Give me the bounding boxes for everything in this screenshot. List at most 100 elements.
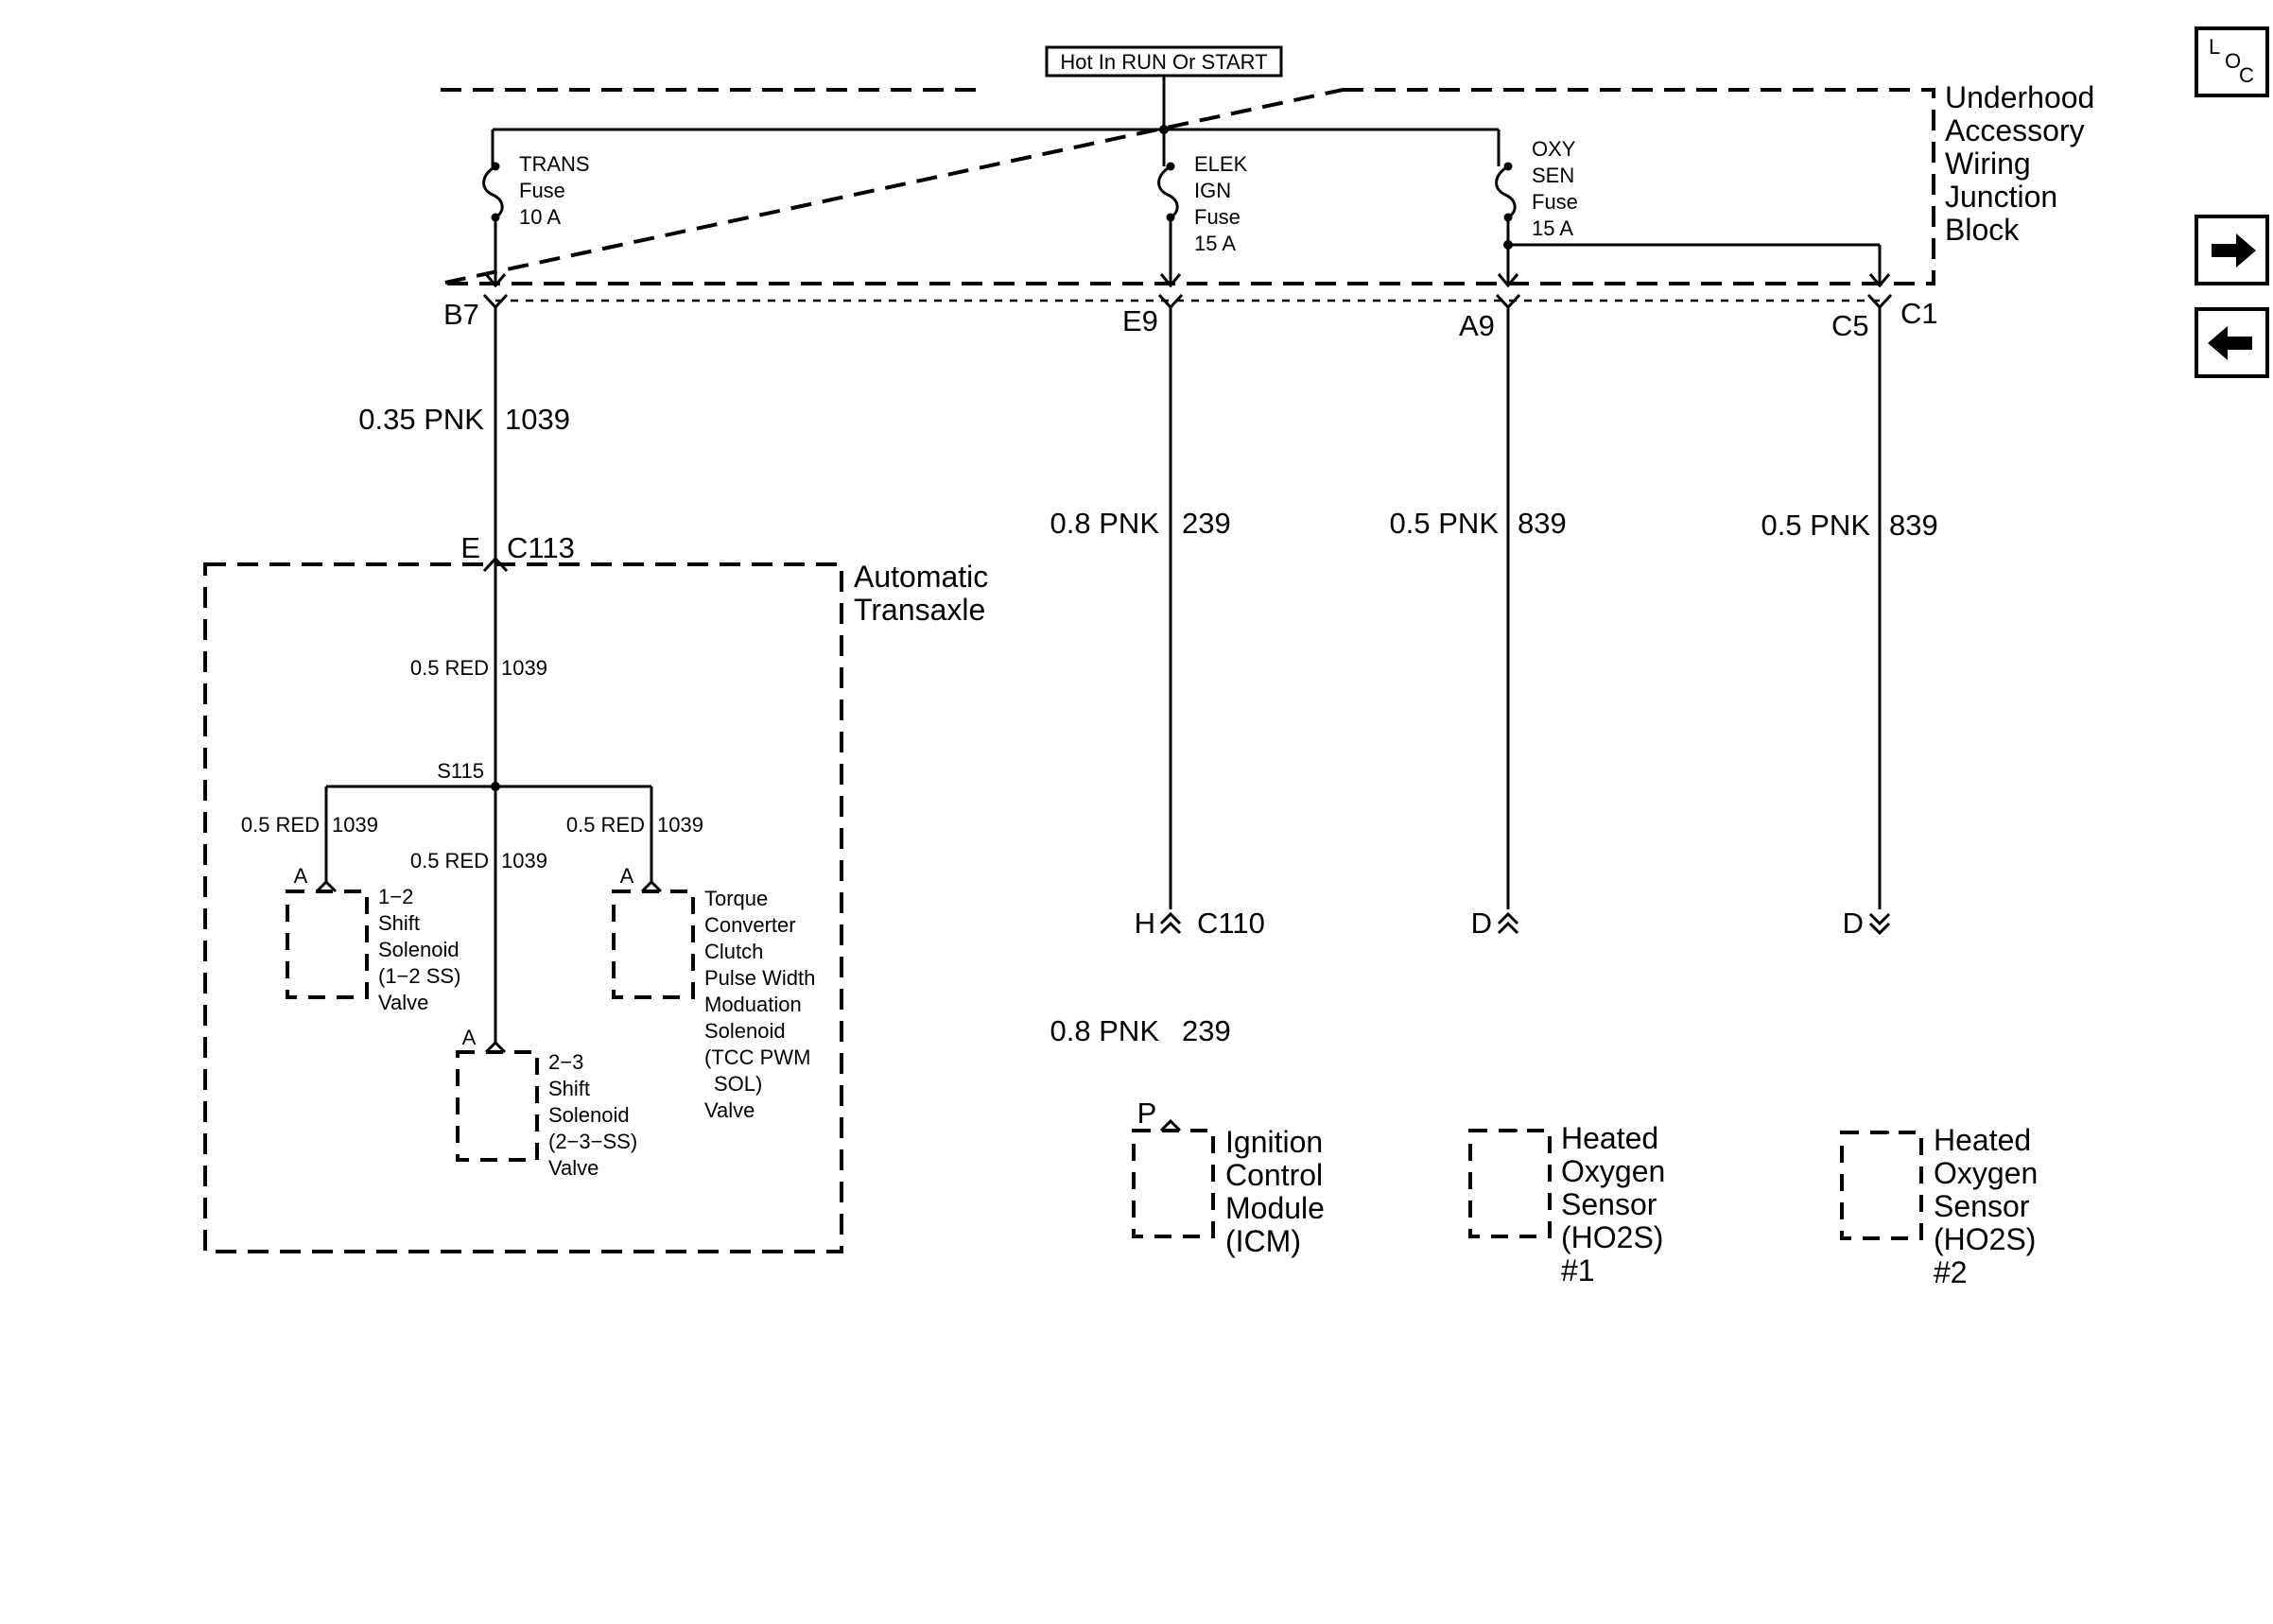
svg-text:Fuse: Fuse xyxy=(1194,205,1241,229)
arrow-left-icon xyxy=(2208,326,2252,360)
svg-text:O: O xyxy=(2225,49,2241,73)
svg-text:D: D xyxy=(1843,907,1864,940)
wire-c5-size: 0.5 PNK xyxy=(1761,509,1871,542)
connector-ho2s2-d: D xyxy=(1843,907,1891,940)
svg-text:Fuse: Fuse xyxy=(519,179,565,202)
arrow-right-icon xyxy=(2212,233,2256,268)
svg-text:Torque: Torque xyxy=(704,887,768,910)
svg-text:A9: A9 xyxy=(1459,309,1495,342)
connector-c113: E C113 xyxy=(460,531,575,573)
svg-text:1039: 1039 xyxy=(657,813,703,837)
svg-text:TRANS: TRANS xyxy=(519,152,590,176)
svg-text:Oxygen: Oxygen xyxy=(1934,1156,2038,1190)
loc-button[interactable]: L O C xyxy=(2195,26,2269,97)
svg-text:239: 239 xyxy=(1182,1014,1231,1047)
svg-text:Ignition: Ignition xyxy=(1225,1125,1323,1159)
wire-a9-size: 0.5 PNK xyxy=(1390,507,1500,540)
svg-text:#1: #1 xyxy=(1561,1253,1595,1287)
svg-text:15 A: 15 A xyxy=(1194,232,1236,255)
wire-e9-circuit: 239 xyxy=(1182,507,1231,540)
svg-text:0.5 RED: 0.5 RED xyxy=(566,813,645,837)
splice-s115: S115 xyxy=(437,759,484,783)
svg-text:C113: C113 xyxy=(507,531,575,564)
svg-text:2−3: 2−3 xyxy=(548,1050,583,1074)
wire-c5-circuit: 839 xyxy=(1889,509,1938,542)
svg-text:Control: Control xyxy=(1225,1158,1323,1192)
svg-text:(ICM): (ICM) xyxy=(1225,1224,1301,1258)
svg-text:IGN: IGN xyxy=(1194,179,1231,202)
svg-text:Wiring: Wiring xyxy=(1945,147,2031,181)
svg-text:SEN: SEN xyxy=(1532,164,1574,187)
svg-text:Module: Module xyxy=(1225,1191,1325,1225)
junction-block-outline xyxy=(440,88,1935,285)
ignition-control-module: P Ignition Control Module (ICM) xyxy=(1132,1097,1325,1258)
svg-text:Sensor: Sensor xyxy=(1561,1187,1657,1221)
svg-text:Solenoid: Solenoid xyxy=(704,1019,786,1043)
svg-text:Fuse: Fuse xyxy=(1532,190,1578,214)
svg-text:Converter: Converter xyxy=(704,913,796,937)
fuse-elek-ign: ELEK IGN Fuse 15 A xyxy=(1157,130,1248,288)
svg-text:L: L xyxy=(2209,35,2220,59)
svg-text:Oxygen: Oxygen xyxy=(1561,1154,1665,1188)
heated-oxygen-sensor-2: Heated Oxygen Sensor (HO2S) #2 xyxy=(1840,1123,2038,1289)
svg-text:Shift: Shift xyxy=(378,911,420,935)
terminal-row: B7 E9 A9 C5 C1 xyxy=(443,293,1938,342)
svg-text:Valve: Valve xyxy=(704,1098,755,1122)
wire-e9-size: 0.8 PNK xyxy=(1050,507,1160,540)
svg-text:15 A: 15 A xyxy=(1532,216,1573,240)
svg-text:1039: 1039 xyxy=(332,813,378,837)
svg-text:1039: 1039 xyxy=(501,656,547,680)
svg-text:Pulse Width: Pulse Width xyxy=(704,966,815,990)
svg-text:Automatic: Automatic xyxy=(854,560,988,594)
svg-text:SOL): SOL) xyxy=(714,1072,762,1096)
fuse-trans: TRANS Fuse 10 A xyxy=(482,130,590,288)
svg-text:C1: C1 xyxy=(1900,297,1938,330)
svg-text:H: H xyxy=(1135,907,1155,940)
svg-text:0.5 RED: 0.5 RED xyxy=(241,813,320,837)
junction-block-label: Underhood Accessory Wiring Junction Bloc… xyxy=(1945,80,2094,247)
hot-label: Hot In RUN Or START xyxy=(1060,50,1267,74)
svg-text:Clutch: Clutch xyxy=(704,940,763,963)
svg-text:0.5 RED: 0.5 RED xyxy=(410,656,489,680)
transaxle-label: Automatic Transaxle xyxy=(854,560,988,627)
svg-text:E9: E9 xyxy=(1122,304,1158,337)
svg-text:E: E xyxy=(460,531,480,564)
svg-text:Junction: Junction xyxy=(1945,180,2057,214)
back-button[interactable] xyxy=(2195,307,2269,378)
connector-c110: H C110 xyxy=(1135,907,1265,940)
wire-b7-circuit: 1039 xyxy=(505,403,570,436)
wire-a9-circuit: 839 xyxy=(1518,507,1567,540)
svg-text:C: C xyxy=(2239,63,2254,87)
tcc-pwm-solenoid: A Torque Converter Clutch Pulse Width Mo… xyxy=(612,864,815,1122)
svg-text:OXY: OXY xyxy=(1532,137,1576,161)
svg-text:A: A xyxy=(294,864,308,888)
svg-text:Solenoid: Solenoid xyxy=(378,938,460,961)
svg-text:(HO2S): (HO2S) xyxy=(1561,1220,1663,1254)
svg-text:10 A: 10 A xyxy=(519,205,561,229)
svg-text:(1−2 SS): (1−2 SS) xyxy=(378,964,460,988)
svg-text:Shift: Shift xyxy=(548,1077,590,1100)
shift-solenoid-1-2: A 1−2 Shift Solenoid (1−2 SS) Valve xyxy=(286,864,460,1014)
svg-text:Heated: Heated xyxy=(1934,1123,2031,1157)
svg-text:(TCC PWM: (TCC PWM xyxy=(704,1045,810,1069)
svg-text:Solenoid: Solenoid xyxy=(548,1103,630,1127)
svg-text:D: D xyxy=(1471,907,1492,940)
wire-b7-size: 0.35 PNK xyxy=(358,403,484,436)
svg-text:Moduation: Moduation xyxy=(704,993,802,1016)
svg-text:#2: #2 xyxy=(1934,1255,1968,1289)
forward-button[interactable] xyxy=(2195,215,2269,285)
svg-text:C110: C110 xyxy=(1197,907,1265,940)
svg-text:Underhood: Underhood xyxy=(1945,80,2094,114)
svg-text:Valve: Valve xyxy=(378,991,428,1014)
svg-text:Heated: Heated xyxy=(1561,1121,1658,1155)
svg-text:Block: Block xyxy=(1945,213,2020,247)
connector-ho2s1-d: D xyxy=(1471,907,1519,940)
svg-text:Transaxle: Transaxle xyxy=(854,593,985,627)
svg-text:ELEK: ELEK xyxy=(1194,152,1248,176)
svg-text:0.8 PNK: 0.8 PNK xyxy=(1050,1014,1160,1047)
svg-text:0.5 RED: 0.5 RED xyxy=(410,849,489,872)
svg-text:(2−3−SS): (2−3−SS) xyxy=(548,1130,637,1153)
svg-text:1−2: 1−2 xyxy=(378,885,413,908)
svg-text:(HO2S): (HO2S) xyxy=(1934,1222,2036,1256)
